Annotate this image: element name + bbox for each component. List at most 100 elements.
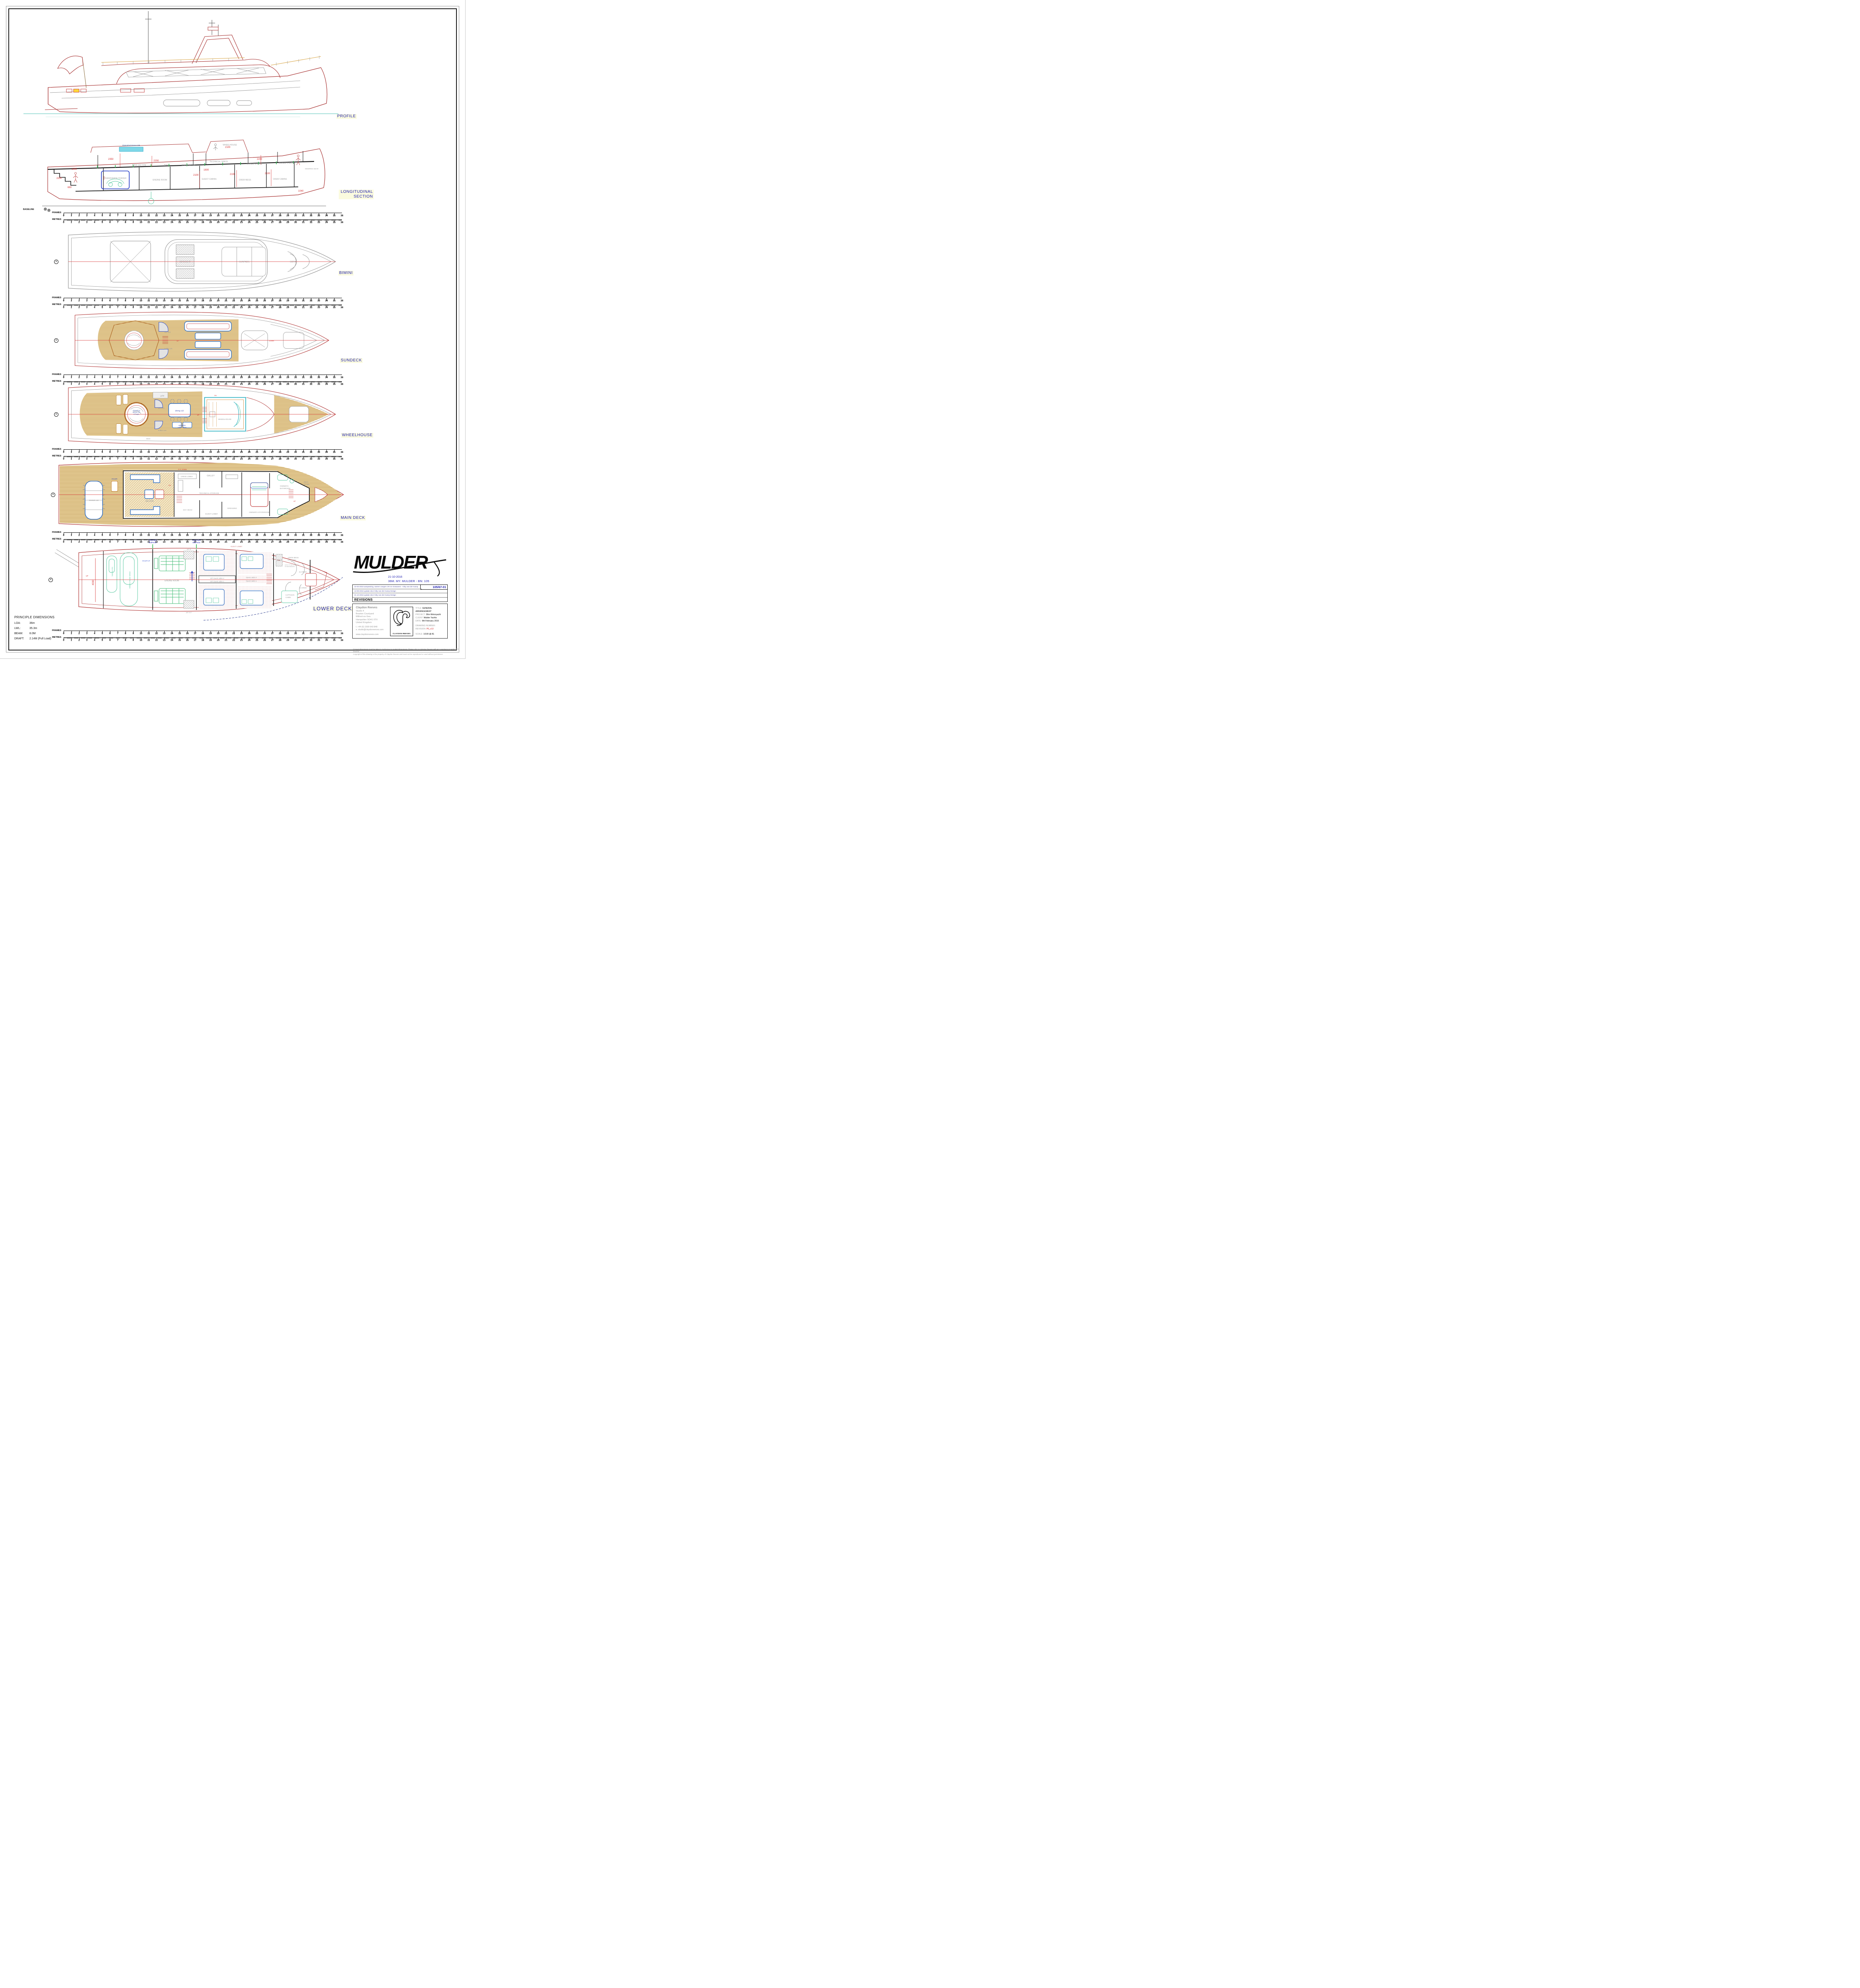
- metre-number: 12: [155, 541, 158, 544]
- frame-number: 17: [194, 377, 196, 379]
- metre-number: 30: [294, 541, 297, 544]
- metre-number: 10: [140, 221, 142, 224]
- frame-number: 19: [209, 215, 212, 217]
- frame-number: 1: [70, 534, 72, 537]
- svg-text:2100: 2100: [225, 146, 231, 149]
- metre-number: 2: [78, 221, 80, 224]
- frame-number: 8: [124, 633, 126, 635]
- frame-number: 4: [94, 377, 95, 379]
- svg-text:AIR IN: AIR IN: [187, 549, 191, 550]
- metre-number: 8: [124, 458, 126, 460]
- main-deck-view: DINING x10 ESCAPE SALOON E.R. DOWN CREW …: [58, 462, 344, 527]
- frames-scale-label: FRAMES: [52, 448, 61, 450]
- metre-number: 31: [302, 307, 305, 309]
- frame-number: 1: [70, 300, 72, 302]
- revision-row: 22-03-2016 aanpassing, samen voegen CR e…: [353, 585, 422, 589]
- svg-text:VIP Guest cabin 2: VIP Guest cabin 2: [210, 577, 224, 579]
- metre-number: 35: [333, 458, 336, 460]
- address-line: Milford-on-Sea: [356, 615, 371, 618]
- frame-number: 24: [248, 300, 250, 302]
- metre-number: 18: [201, 639, 204, 642]
- frame-number: 4: [94, 300, 95, 302]
- metre-number: 20: [217, 639, 220, 642]
- svg-text:CABIN: CABIN: [285, 596, 291, 598]
- frame-number: 9: [132, 300, 134, 302]
- area-labels: Yamaha VX1 Williams Tender 625DJ ESCAPE …: [86, 546, 307, 613]
- frame-number: 22: [232, 300, 235, 302]
- metre-number: 31: [302, 639, 305, 642]
- metres-minor-ticks: [64, 539, 342, 540]
- centreline-marker: ×: [54, 412, 58, 417]
- frame-number: 1: [70, 451, 72, 454]
- crew-area: [276, 554, 327, 603]
- bar-unit-shape: [159, 322, 169, 359]
- metre-number: 21: [224, 383, 227, 386]
- metre-number: 26: [263, 221, 266, 224]
- frame-number: 19: [209, 377, 212, 379]
- lwl-row: LWL:35.3m: [14, 626, 54, 631]
- svg-text:store: store: [146, 438, 151, 440]
- frame-number: 4: [94, 451, 95, 454]
- draft-row: DRAFT:2.14M (Full Load): [14, 636, 54, 641]
- metre-number: 7: [117, 307, 118, 309]
- svg-text:2100: 2100: [265, 173, 270, 175]
- frame-number: 27: [271, 534, 274, 537]
- svg-text:660: 660: [68, 186, 72, 189]
- frame-number: 36: [340, 633, 344, 635]
- frame-number: 13: [163, 300, 166, 302]
- side-deck-planking: [123, 463, 278, 526]
- metre-number: 1: [70, 307, 72, 309]
- air-shafts: [183, 551, 194, 609]
- frame-number: 31: [302, 534, 305, 537]
- frame-number: 22: [232, 633, 235, 635]
- metre-number: 14: [170, 458, 173, 460]
- metre-number: 17: [194, 307, 196, 309]
- frame-number: 25: [255, 377, 258, 379]
- metre-number: 9: [132, 383, 134, 386]
- metre-number: 21: [224, 639, 227, 642]
- metre-number: 22: [232, 383, 235, 386]
- frame-number: 27: [271, 300, 274, 302]
- wheelhouse-view: RivieraPool Roman 225 8 People grille ba…: [68, 384, 336, 445]
- centreline-marker: ×: [49, 578, 53, 582]
- metre-number: 13: [163, 541, 166, 544]
- hull-outline: [47, 148, 325, 201]
- fairing-dashed: [203, 577, 343, 621]
- frame-number: 16: [186, 215, 189, 217]
- frame-number: 12: [155, 633, 158, 635]
- frame-number: 0: [63, 451, 64, 454]
- frames-scale-label: FRAMES: [52, 297, 61, 299]
- frame-number: 18: [201, 451, 204, 454]
- svg-text:STORES BENEATH: STORES BENEATH: [285, 566, 295, 567]
- metre-number: 17: [194, 383, 196, 386]
- metre-number: 18: [201, 383, 204, 386]
- waterline: [23, 113, 338, 117]
- logo-swash: [353, 559, 447, 573]
- frame-number: 22: [232, 215, 235, 217]
- svg-text:Bulkhead: Bulkhead: [192, 542, 200, 544]
- metre-number: 10: [140, 307, 142, 309]
- svg-text:OWNER'S SUITE: OWNER'S SUITE: [247, 163, 262, 165]
- metre-number: 19: [209, 541, 212, 544]
- frame-number: 26: [263, 534, 266, 537]
- frame-number: 21: [224, 215, 227, 217]
- svg-text:1600: 1600: [204, 169, 209, 171]
- deck-supports: [97, 161, 294, 168]
- frame-number: 34: [325, 377, 328, 379]
- metre-number: 36: [340, 639, 344, 642]
- svg-text:OWNER'S STATEROOM: OWNER'S STATEROOM: [249, 511, 269, 513]
- svg-text:BATHROOM: BATHROOM: [280, 487, 290, 489]
- frame-number: 15: [178, 633, 181, 635]
- svg-text:UP: UP: [197, 414, 200, 416]
- frame-number: 24: [248, 534, 250, 537]
- metre-number: 22: [232, 639, 235, 642]
- metre-number: 5: [101, 458, 103, 460]
- date-label: DATE:: [415, 620, 421, 622]
- frame-number: 32: [309, 451, 313, 454]
- frame-number: 32: [309, 633, 313, 635]
- metre-number: 24: [248, 307, 250, 309]
- grille-shape: [153, 392, 168, 398]
- title-fields: TITLE: GENERAL ARRANGEMENT PROJECT: 36m …: [415, 607, 447, 636]
